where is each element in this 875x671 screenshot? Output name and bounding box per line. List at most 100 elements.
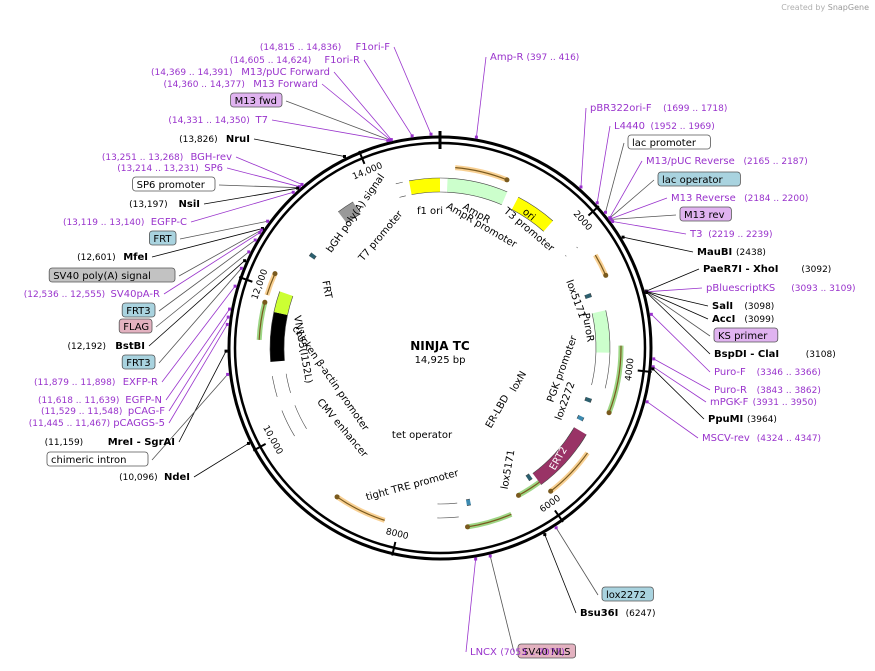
outer-label-sv40-nls[interactable]: SV40 NLS	[517, 643, 576, 659]
outer-label-paer7i-xhoi[interactable]: PaeR7I - XhoI(3092)	[703, 264, 831, 275]
outer-label-flag[interactable]: FLAG	[118, 318, 153, 334]
leader-tick	[233, 284, 237, 288]
outer-label-ndei[interactable]: NdeI(10,096)	[119, 472, 190, 483]
leader-tick	[224, 349, 228, 353]
outer-label-box	[48, 267, 176, 283]
leader-tick	[291, 190, 295, 194]
outer-label-nrui[interactable]: NruI(13,826)	[179, 134, 250, 145]
feature-t7-promoter[interactable]	[395, 182, 406, 198]
outer-label-sali[interactable]: SalI(3098)	[712, 301, 774, 312]
leader-tick	[300, 182, 304, 186]
outer-label-sp6-promoter[interactable]: SP6 promoter	[132, 176, 216, 192]
outer-label-ks-primer[interactable]: KS primer	[713, 327, 779, 343]
outer-label-lac-promoter[interactable]: lac promoter	[627, 134, 711, 150]
outer-label-ppumi[interactable]: PpuMI(3964)	[708, 414, 777, 425]
feature-frt[interactable]	[309, 252, 317, 260]
outer-label-bsu36i[interactable]: Bsu36I(6247)	[580, 608, 656, 619]
outer-label-frt3[interactable]: FRT3	[121, 302, 156, 318]
outer-label-pcag-f[interactable]: pCAG-F(11,529 .. 11,548)	[41, 406, 165, 417]
outer-label-sv40pa-r[interactable]: SV40pA-R(12,536 .. 12,555)	[24, 289, 160, 300]
outer-label-nsii[interactable]: NsiI(13,197)	[129, 199, 200, 210]
outer-label-amp-r[interactable]: Amp-R(397 .. 416)	[490, 52, 579, 63]
outer-label-m13-puc-reverse[interactable]: M13/pUC Reverse(2165 .. 2187)	[646, 156, 808, 167]
outer-label-lox2272[interactable]: lox2272	[601, 586, 654, 602]
feature-outline	[408, 177, 441, 182]
leader-line	[555, 527, 599, 596]
outer-label-range: (11,618 .. 11,639)	[38, 396, 119, 406]
outer-label-range: (2184 .. 2200)	[744, 194, 808, 204]
outer-label-lac-operator[interactable]: lac operator	[657, 171, 741, 187]
outer-label-mpgk-f[interactable]: mPGK-F(3931 .. 3950)	[710, 397, 817, 408]
inner-label: PuroR	[580, 312, 596, 343]
feature-vn155-i152l-[interactable]	[270, 312, 288, 362]
outer-label-chimeric-intron[interactable]: chimeric intron	[46, 451, 149, 467]
outer-label-frt[interactable]: FRT	[148, 230, 177, 246]
feature-egfp-fragment[interactable]	[273, 291, 293, 316]
outer-label-mfei[interactable]: MfeI(12,601)	[77, 252, 148, 263]
leader-line	[155, 251, 250, 328]
outer-label-f1ori-f[interactable]: F1ori-F(14,815 .. 14,836)	[260, 42, 390, 53]
outer-label-box	[601, 586, 654, 602]
outer-label-mscv-rev[interactable]: MSCV-rev(4324 .. 4347)	[702, 433, 821, 444]
outer-label-maubi[interactable]: MauBI(2438)	[697, 247, 766, 258]
inner-label: tight TRE promoter	[365, 468, 461, 504]
leader-line	[235, 156, 303, 185]
feature-loxn[interactable]	[576, 414, 585, 422]
feature-puror[interactable]	[592, 310, 610, 353]
outer-label-pcaggs-5[interactable]: pCAGGS-5(11,445 .. 11,467)	[29, 418, 165, 429]
outer-label-egfp-n[interactable]: EGFP-N(11,618 .. 11,639)	[38, 395, 162, 406]
feature-t3-promoter[interactable]	[565, 246, 578, 257]
feature-pgk-promoter[interactable]	[591, 352, 610, 389]
features	[269, 177, 611, 519]
outer-label-frt3[interactable]: FRT3	[121, 354, 156, 370]
feature-outline	[576, 414, 579, 419]
feature-er-lbd[interactable]	[567, 427, 587, 447]
feature-outline	[447, 177, 508, 193]
outer-label-m13-forward[interactable]: M13 Forward(14,360 .. 14,377)	[163, 79, 318, 90]
leader-line	[393, 46, 432, 135]
outer-label-mrei-sgrai[interactable]: MreI - SgrAI(11,159)	[45, 437, 175, 448]
outer-label-puro-r[interactable]: Puro-R(3843 .. 3862)	[714, 385, 821, 396]
feature-chicken-actin-promoter[interactable]	[272, 373, 291, 397]
feature-lox5171[interactable]	[525, 473, 533, 481]
feature-lox2272[interactable]	[584, 396, 592, 403]
outer-label-t3[interactable]: T3(2219 .. 2239)	[689, 229, 772, 240]
outer-label-f1ori-r[interactable]: F1ori-R(14,605 .. 14,624)	[230, 55, 360, 66]
outer-label-sp6[interactable]: SP6(13,214 .. 13,231)	[117, 163, 223, 174]
outer-label-lncx[interactable]: LNCX(7053 .. 7077)	[470, 647, 565, 658]
leader-tick	[474, 135, 478, 139]
outer-label-pbluescriptks[interactable]: pBluescriptKS(3093 .. 3109)	[706, 283, 856, 294]
feature-outline	[437, 516, 459, 519]
feature-outline	[582, 417, 585, 422]
outer-label-bspdi-clai[interactable]: BspDI - ClaI(3108)	[714, 349, 836, 360]
outer-label-bgh-rev[interactable]: BGH-rev(13,251 .. 13,268)	[102, 152, 232, 163]
leader-tick	[266, 219, 270, 223]
direction-arc-band	[606, 345, 624, 414]
feature-ori[interactable]	[511, 197, 553, 232]
outer-label-pbr322ori-f[interactable]: pBR322ori-F(1699 .. 1718)	[590, 103, 727, 114]
feature-outline	[591, 313, 597, 353]
outer-label-t7[interactable]: T7(14,331 .. 14,350)	[168, 115, 268, 126]
outer-label-puro-f[interactable]: Puro-F(3346 .. 3366)	[714, 367, 821, 378]
outer-label-sv40-poly-a-signal[interactable]: SV40 poly(A) signal	[48, 267, 176, 283]
feature-bgh-poly-a-signal[interactable]	[338, 201, 361, 224]
outer-label-m13-reverse[interactable]: M13 Reverse(2184 .. 2200)	[671, 193, 808, 204]
feature-tight-tre-promoter[interactable]	[437, 503, 459, 518]
outer-label-m13-rev[interactable]: M13 rev	[679, 206, 732, 222]
outer-label-bstbi[interactable]: BstBI(12,192)	[67, 341, 145, 352]
outer-label-acci[interactable]: AccI(3099)	[712, 314, 774, 325]
outer-label-l4440[interactable]: L4440(1952 .. 1969)	[614, 121, 715, 132]
outer-label-box	[121, 354, 156, 370]
outer-label-range: (7053 .. 7077)	[500, 648, 564, 658]
outer-label-egfp-c[interactable]: EGFP-C(13,119 .. 13,140)	[63, 217, 187, 228]
feature-lox5171[interactable]	[584, 293, 592, 299]
leader-tick	[388, 138, 392, 142]
feature-ampr[interactable]	[446, 178, 508, 205]
feature-f1-ori[interactable]	[409, 178, 441, 195]
outer-label-text: lox2272	[606, 590, 646, 601]
outer-label-m13-fwd[interactable]: M13 fwd	[230, 92, 283, 108]
feature-cmv-enhancer[interactable]	[281, 405, 307, 437]
outer-label-exfp-r[interactable]: EXFP-R(11,879 .. 11,898)	[34, 377, 158, 388]
outer-label-m13-puc-forward[interactable]: M13/pUC Forward(14,369 .. 14,391)	[151, 67, 330, 78]
feature-tet-operator[interactable]	[465, 499, 471, 506]
